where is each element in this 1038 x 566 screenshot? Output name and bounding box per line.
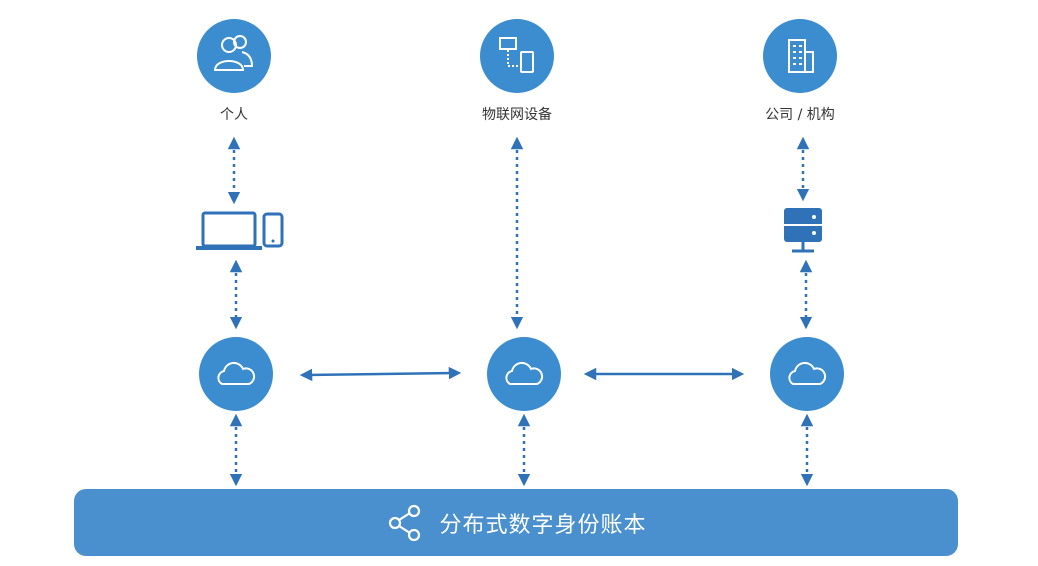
iot-label: 物联网设备 (482, 107, 552, 123)
cloud-icon (217, 361, 256, 385)
cloud-node-iot (487, 337, 561, 411)
personal-label: 个人 (220, 107, 248, 123)
users-icon (213, 35, 254, 71)
cloud-node-org (770, 337, 844, 411)
iot-devices-icon (499, 37, 534, 73)
server-icon (784, 208, 822, 253)
ledger-label: 分布式数字身份账本 (439, 512, 647, 538)
share-nodes-icon (389, 504, 421, 541)
laptop-phone-icon (196, 211, 284, 250)
iot-node (480, 19, 554, 93)
cloud-icon (505, 361, 544, 385)
org-node (763, 19, 837, 93)
ledger-bar: 分布式数字身份账本 (74, 489, 958, 556)
personal-node (197, 19, 271, 93)
cloud-icon (788, 361, 827, 385)
org-label: 公司 / 机构 (765, 107, 835, 123)
cloud-node-personal (199, 337, 273, 411)
building-icon (788, 39, 814, 73)
connector-cloud1-cloud2 (299, 366, 462, 382)
